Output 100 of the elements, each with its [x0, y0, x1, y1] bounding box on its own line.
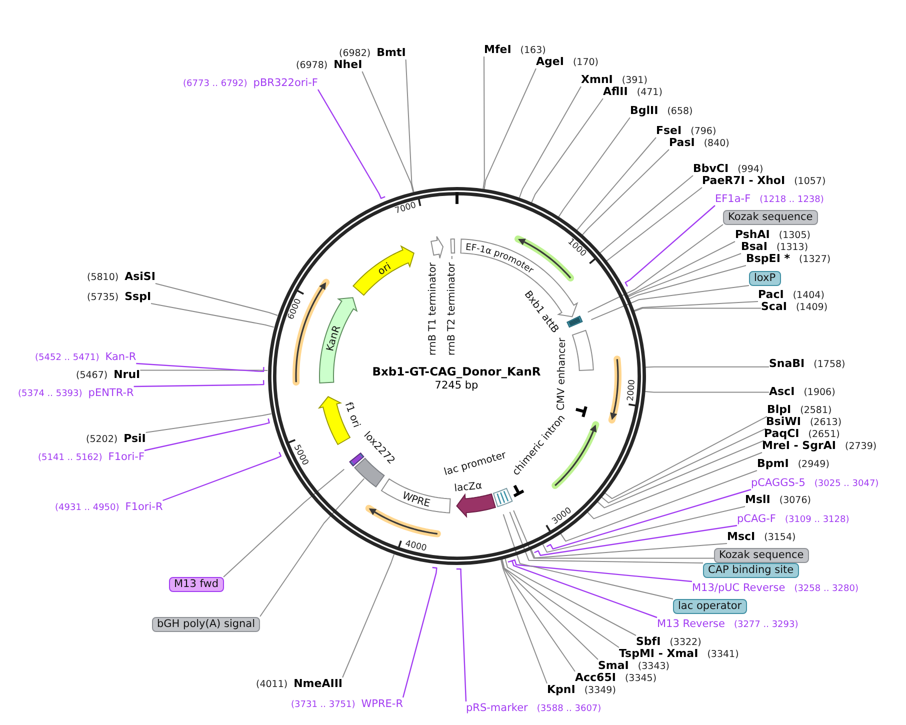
- leader-line: [606, 187, 702, 262]
- feature-tag: bGH poly(A) signal: [152, 616, 260, 632]
- feature-tag: lac operator: [673, 599, 747, 614]
- primer-name: F1ori-F: [108, 450, 144, 462]
- cut-position: (471): [636, 86, 662, 98]
- cut-position: (3154): [764, 532, 796, 544]
- scale-number: 6000: [286, 297, 304, 322]
- leader-line: [558, 117, 630, 218]
- cut-position: (1906): [804, 386, 836, 398]
- enzyme-name: SbfI: [636, 636, 661, 648]
- cut-position: (5810): [87, 272, 119, 284]
- cut-position: (1305): [778, 230, 810, 242]
- primer-name: M13 Reverse: [657, 618, 725, 630]
- leader-line: [599, 175, 694, 254]
- leader-line: [634, 308, 762, 312]
- feature-name: ori: [376, 261, 394, 278]
- primer-range: (3277 .. 3293): [734, 618, 798, 630]
- enzyme-name: AsiSI: [124, 270, 156, 282]
- feature-name: CMV enhancer: [556, 338, 568, 411]
- leader-line: [504, 558, 636, 636]
- cut-position: (2949): [798, 458, 830, 470]
- primer-range: (5452 .. 5471): [35, 352, 100, 364]
- enzyme-name: PaeR7I - XhoI: [702, 174, 786, 186]
- enzyme-name: AscI: [769, 386, 795, 398]
- cut-position: (3322): [670, 636, 702, 648]
- feature-name: lacZα: [454, 480, 483, 494]
- cut-position: (5202): [86, 434, 118, 446]
- leader-line: [644, 391, 770, 393]
- scale-number: 7000: [393, 200, 417, 216]
- enzyme-name: BbvCI: [693, 162, 729, 174]
- cut-position: (2739): [844, 440, 877, 452]
- leader-line: [342, 554, 395, 678]
- leader-line: [542, 506, 746, 553]
- scale-number: 2000: [625, 379, 638, 402]
- primer-range: (3258 .. 3280): [794, 582, 858, 594]
- leader-line: [154, 283, 278, 316]
- enzyme-name: SmaI: [598, 660, 629, 672]
- cut-position: (796): [690, 126, 716, 138]
- plasmid-name: Bxb1-GT-CAG_Donor_KanR: [372, 366, 541, 378]
- cut-position: (1758): [814, 358, 846, 370]
- leader-line: [633, 301, 758, 312]
- leader-line: [145, 413, 272, 433]
- leader-line: [456, 568, 467, 702]
- cut-position: (1313): [776, 242, 808, 254]
- cut-position: (3349): [584, 684, 616, 696]
- primer-name: pBR322ori-F: [253, 76, 318, 88]
- leader-line: [628, 253, 742, 298]
- leader-line: [223, 468, 345, 578]
- leader-line: [587, 452, 762, 520]
- cut-position: (3345): [624, 672, 657, 684]
- enzyme-name: ScaI: [761, 300, 787, 312]
- leader-line: [405, 59, 414, 192]
- feature-tag: Kozak sequence: [723, 210, 818, 224]
- enzyme-name: BspEI *: [746, 252, 790, 264]
- enzyme-name: AgeI: [536, 56, 564, 68]
- primer-name: EF1a-F: [715, 192, 751, 204]
- cut-position: (3076): [779, 494, 811, 506]
- cut-position: (1409): [796, 302, 828, 314]
- primer-range: (3588 .. 3607): [536, 702, 602, 714]
- cut-position: (3343): [638, 660, 670, 672]
- leader-line: [590, 285, 750, 320]
- feature-tag: loxP: [749, 270, 781, 286]
- primer-range: (1218 .. 1238): [760, 194, 824, 206]
- enzyme-name: XmnI: [581, 74, 613, 86]
- leader-line: [604, 416, 768, 500]
- primer-name: M13/pUC Reverse: [692, 582, 786, 594]
- cut-position: (1404): [792, 290, 824, 302]
- leader-line: [150, 303, 274, 328]
- feature-name: rrnB T2 terminator: [446, 262, 458, 356]
- scale-number: 5000: [290, 443, 310, 468]
- leader-line: [627, 241, 736, 296]
- scale-number: 4000: [404, 539, 428, 554]
- leader-line: [560, 470, 758, 542]
- cut-position: (6982): [339, 48, 371, 60]
- leader-line: [501, 559, 576, 672]
- leader-line: [482, 56, 485, 190]
- feature-name: rrnB T1 terminator: [428, 262, 439, 356]
- primer-name: WPRE-R: [361, 698, 404, 710]
- enzyme-name: MreI - SgrAI: [762, 440, 836, 452]
- leader-line: [502, 514, 674, 600]
- primer-name: pCAG-F: [737, 512, 776, 524]
- leader-line: [601, 428, 766, 504]
- primer-name: pENTR-R: [88, 386, 134, 398]
- feature-tag: M13 fwd: [169, 577, 224, 592]
- enzyme-name: PacI: [758, 288, 784, 300]
- primer-name: pRS-marker: [466, 702, 528, 714]
- feature-name: WPRE: [400, 490, 432, 510]
- leader-line: [531, 98, 604, 204]
- cut-position: (5467): [76, 370, 108, 382]
- leader-line: [501, 558, 598, 660]
- enzyme-name: BmtI: [376, 46, 406, 58]
- leader-line: [500, 559, 548, 684]
- leader-line: [587, 224, 724, 313]
- cut-position: (1327): [799, 254, 831, 266]
- enzyme-name: MfeI: [484, 44, 512, 56]
- enzyme-name: NmeAIII: [294, 678, 343, 690]
- enzyme-name: AflII: [603, 86, 628, 98]
- enzyme-name: BglII: [630, 104, 658, 116]
- primer-name: F1ori-R: [125, 500, 163, 512]
- enzyme-name: BsaI: [741, 240, 768, 252]
